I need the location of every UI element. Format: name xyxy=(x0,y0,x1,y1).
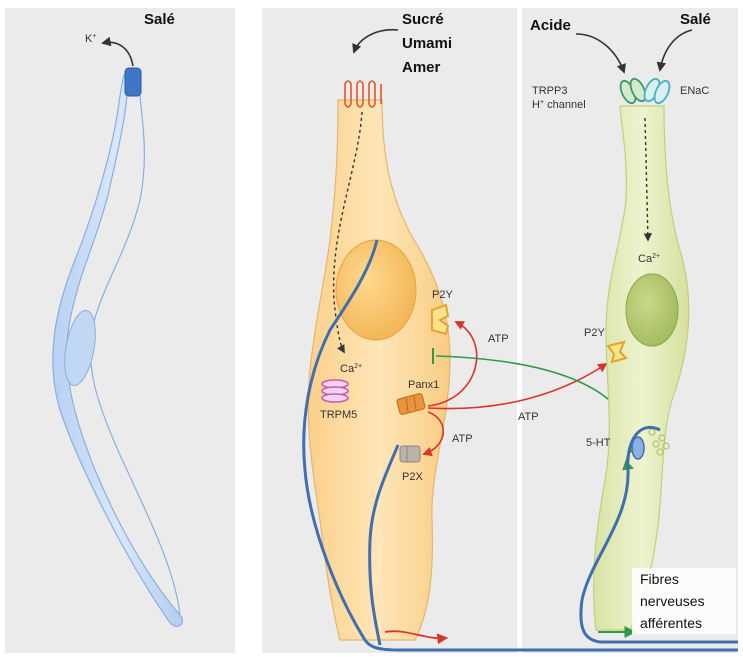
right-taste-salt: Salé xyxy=(680,11,711,28)
middle-taste-line3: Amer xyxy=(402,59,441,76)
middle-taste-line1: Sucré xyxy=(402,11,444,28)
fibres-line2: nerveuses xyxy=(640,593,705,609)
left-taste-label: Salé xyxy=(144,11,175,28)
atp-upper-label: ATP xyxy=(488,333,509,345)
fibres-line3: afférentes xyxy=(640,615,702,631)
type-ii-nucleus xyxy=(336,240,416,340)
enac-label: ENaC xyxy=(680,85,709,97)
atp-cross-label: ATP xyxy=(518,411,539,423)
p2x-channel-icon xyxy=(400,446,420,462)
trpm5-label: TRPM5 xyxy=(320,409,357,421)
trpp3-label: TRPP3 xyxy=(532,85,567,97)
atp-lower-label: ATP xyxy=(452,433,473,445)
type-iii-nucleus xyxy=(626,274,678,346)
middle-taste-line2: Umami xyxy=(402,35,452,52)
p2y-right-label: P2Y xyxy=(584,327,605,339)
right-taste-acid: Acide xyxy=(530,17,571,34)
panx1-label: Panx1 xyxy=(408,379,439,391)
trpm5-channel-icon xyxy=(322,380,348,402)
fibres-line1: Fibres xyxy=(640,571,679,587)
k-channel xyxy=(125,68,141,96)
p2y-middle-label: P2Y xyxy=(432,289,453,301)
serotonin-label: 5-HT xyxy=(586,437,611,449)
p2x-label: P2X xyxy=(402,471,423,483)
gpcr-receptor-icon xyxy=(345,81,381,107)
